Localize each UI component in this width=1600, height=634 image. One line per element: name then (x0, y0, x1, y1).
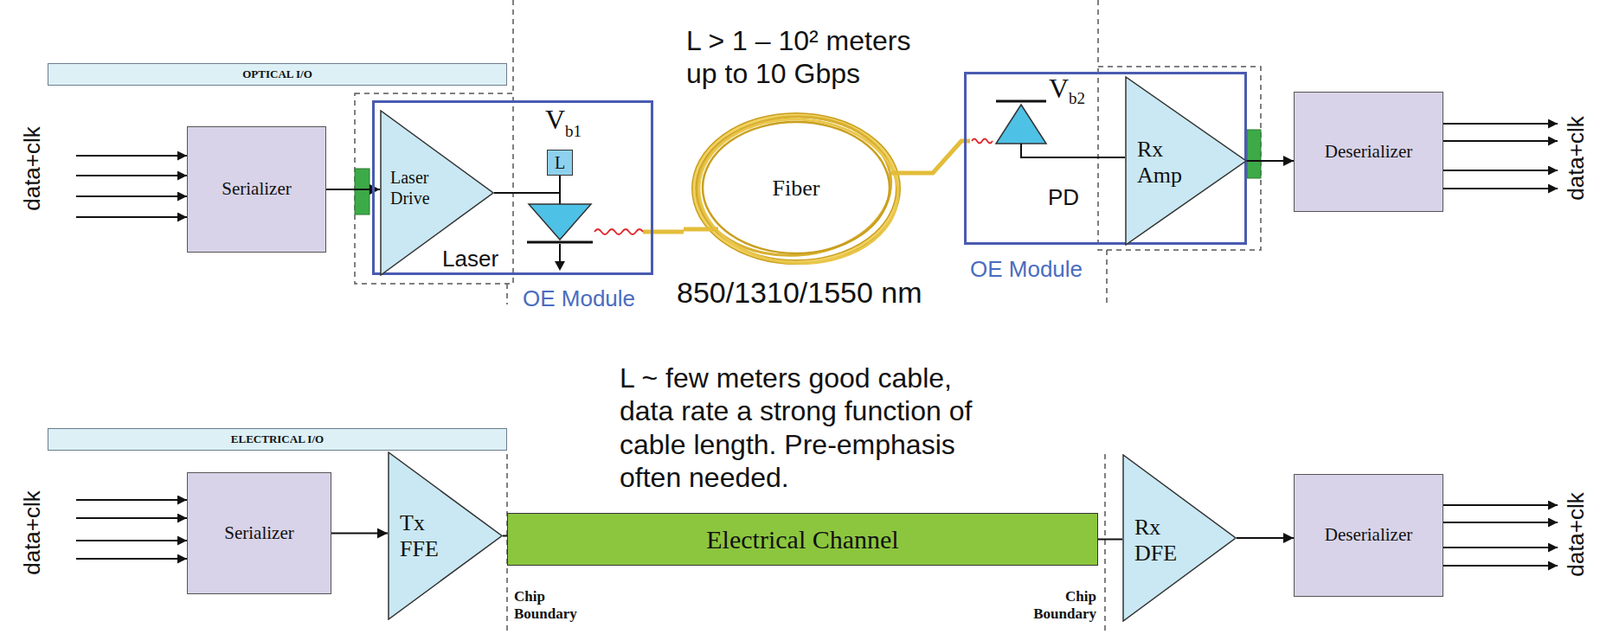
fiber-coil-node: Fiber (683, 108, 909, 269)
node-label: PD (1047, 184, 1080, 212)
output-arrow (1443, 504, 1558, 507)
process-box: Deserializer (1293, 91, 1444, 213)
output-arrow (1443, 546, 1558, 549)
triangle-outline (1123, 455, 1236, 622)
bias-subscript: b2 (1068, 89, 1086, 107)
output-arrow (1443, 521, 1558, 524)
ground-wire (559, 244, 561, 263)
boundary-dash (512, 0, 515, 94)
input-arrow (76, 174, 187, 177)
boundary-dash (1097, 0, 1099, 67)
triangle-outline (1125, 77, 1247, 245)
module-frame: OE ModulePDRx Amp (963, 71, 1247, 245)
input-arrow (76, 216, 187, 219)
node-label: Laser Drive (390, 167, 444, 209)
signal-name: data+clk (19, 126, 46, 212)
light-wave (971, 139, 993, 144)
connector (642, 230, 684, 235)
connector (1091, 156, 1125, 159)
node-label: Electrical Channel (706, 524, 899, 556)
boundary-label: Chip Boundary (514, 588, 592, 624)
node-label: Fiber (772, 174, 821, 202)
input-arrow (76, 517, 187, 520)
bias-symbol: V (1048, 74, 1069, 103)
output-arrow (1443, 169, 1558, 172)
signal-name: data+clk (1562, 492, 1590, 578)
input-arrow (76, 558, 187, 560)
node-label: OE Module (522, 285, 636, 313)
connector (908, 141, 971, 174)
signal-name: data+clk (1562, 115, 1590, 201)
amplifier-triangle: Rx Amp (1124, 76, 1247, 246)
node-label: Serializer (221, 178, 291, 200)
input-arrow (76, 499, 187, 502)
output-arrow (1443, 122, 1558, 125)
wavelength-note: 850/1310/1550 nm (676, 275, 923, 311)
node-label: OE Module (970, 256, 1083, 283)
diode-bar (526, 241, 593, 245)
laser-diode (528, 204, 592, 240)
node-label: Deserializer (1324, 141, 1413, 163)
bias-symbol: V (545, 105, 566, 134)
process-box: Serializer (186, 126, 327, 253)
connector (1236, 537, 1294, 540)
spec-note: L > 1 – 10² meters up to 10 Gbps (686, 24, 929, 90)
connector (1098, 539, 1123, 541)
module-frame: OE ModuleLaser DriveLLaser (372, 100, 654, 276)
io-band: ELECTRICAL I/O (47, 428, 508, 451)
output-arrow (1443, 565, 1558, 567)
fiber-lead (683, 227, 719, 232)
diode-wire (1021, 143, 1092, 158)
inductor-box: L (546, 149, 573, 176)
boundary-label: Chip Boundary (1018, 588, 1097, 624)
photo-diode (995, 104, 1047, 144)
chip-boundary-dash (1104, 454, 1106, 634)
fiber-coil (695, 114, 902, 269)
triangle-shape (387, 451, 503, 621)
channel-bar: Electrical Channel (507, 513, 1099, 566)
input-arrow (76, 195, 187, 198)
node-label: Laser (442, 245, 499, 273)
connector (494, 192, 560, 205)
signal-name: data+clk (19, 490, 46, 576)
boundary-dash (1105, 250, 1108, 305)
boundary-dash (506, 283, 508, 305)
photodiode-node: PD (970, 97, 1092, 215)
node-label: ELECTRICAL I/O (231, 432, 324, 447)
node-label: Serializer (224, 522, 294, 545)
fiber-coil (692, 110, 896, 263)
node-label: Rx Amp (1137, 136, 1188, 189)
node-label: L (554, 152, 566, 174)
output-arrow (1443, 187, 1558, 190)
equalizer-triangle: Tx FFE (387, 451, 503, 621)
connector (1246, 160, 1294, 162)
output-arrow (1443, 140, 1558, 142)
fiber-lead (891, 171, 909, 176)
io-band: OPTICAL I/O (47, 63, 508, 86)
bias-subscript: b1 (565, 122, 582, 140)
light-wave (594, 229, 643, 235)
fiber-coil (702, 122, 890, 254)
triangle-outline (388, 452, 502, 620)
process-box: Serializer (186, 472, 332, 595)
connector-pad (1246, 129, 1261, 179)
equalizer-triangle: Rx DFE (1122, 454, 1237, 623)
diode-bar (995, 100, 1047, 103)
connector (331, 533, 388, 535)
input-arrow (76, 154, 187, 157)
node-label: OPTICAL I/O (242, 67, 313, 82)
process-box: Deserializer (1293, 474, 1444, 598)
arrow-head (554, 261, 566, 271)
input-arrow (76, 539, 187, 542)
node-label: Rx DFE (1134, 514, 1183, 567)
node-label: Tx FFE (399, 510, 445, 563)
connector-pad (354, 168, 370, 215)
node-label: Deserializer (1324, 524, 1413, 547)
spec-note: L ~ few meters good cable, data rate a s… (619, 361, 996, 495)
laser-diode-node: Laser (442, 204, 643, 274)
connector (559, 175, 561, 205)
